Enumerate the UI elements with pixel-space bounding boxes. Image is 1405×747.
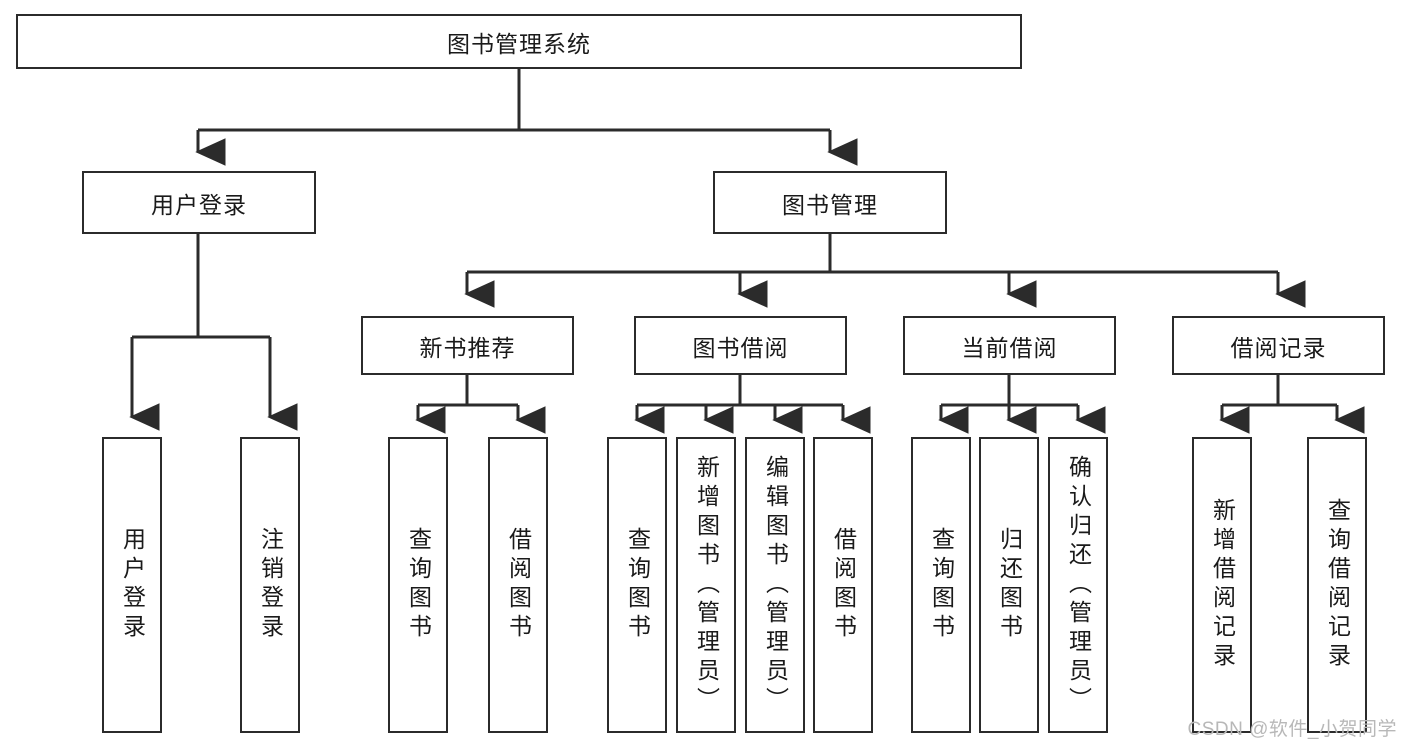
node-label: 用户登录 xyxy=(119,527,146,643)
csdn-watermark: CSDN @软件_小贺同学 xyxy=(1187,719,1397,740)
node-user-login[interactable]: 用户登录 xyxy=(82,171,316,234)
node-label: 用户登录 xyxy=(151,191,247,218)
leaf-recommend-query-book[interactable]: 查询图书 xyxy=(388,437,448,733)
node-label: 图书管理系统 xyxy=(447,30,591,57)
leaf-borrow-borrow-book[interactable]: 借阅图书 xyxy=(813,437,873,733)
node-label: 图书管理 xyxy=(782,191,878,218)
leaf-current-return-book[interactable]: 归还图书 xyxy=(979,437,1039,733)
node-label: 借阅图书 xyxy=(830,527,857,643)
leaf-record-add-record[interactable]: 新增借阅记录 xyxy=(1192,437,1252,733)
node-label: 查询图书 xyxy=(624,527,651,643)
node-label: 新增图书（管理员） xyxy=(693,454,720,716)
node-label: 新增借阅记录 xyxy=(1209,498,1236,672)
leaf-current-confirm-return-admin[interactable]: 确认归还（管理员） xyxy=(1048,437,1108,733)
node-label: 查询图书 xyxy=(405,527,432,643)
node-root-system[interactable]: 图书管理系统 xyxy=(16,14,1022,69)
node-book-management[interactable]: 图书管理 xyxy=(713,171,947,234)
leaf-user-login-signout[interactable]: 注销登录 xyxy=(240,437,300,733)
node-label: 注销登录 xyxy=(257,527,284,643)
leaf-borrow-add-book-admin[interactable]: 新增图书（管理员） xyxy=(676,437,736,733)
node-label: 确认归还（管理员） xyxy=(1065,454,1092,716)
node-current-borrow[interactable]: 当前借阅 xyxy=(903,316,1116,375)
node-label: 查询借阅记录 xyxy=(1324,498,1351,672)
node-new-book-recommend[interactable]: 新书推荐 xyxy=(361,316,574,375)
node-label: 编辑图书（管理员） xyxy=(762,454,789,716)
node-label: 新书推荐 xyxy=(419,334,516,361)
leaf-borrow-edit-book-admin[interactable]: 编辑图书（管理员） xyxy=(745,437,805,733)
node-label: 当前借阅 xyxy=(961,334,1058,361)
node-label: 借阅图书 xyxy=(505,527,532,643)
leaf-borrow-query-book[interactable]: 查询图书 xyxy=(607,437,667,733)
leaf-recommend-borrow-book[interactable]: 借阅图书 xyxy=(488,437,548,733)
node-label: 借阅记录 xyxy=(1230,334,1327,361)
node-label: 归还图书 xyxy=(996,527,1023,643)
leaf-current-query-book[interactable]: 查询图书 xyxy=(911,437,971,733)
leaf-user-login-signin[interactable]: 用户登录 xyxy=(102,437,162,733)
leaf-record-query-record[interactable]: 查询借阅记录 xyxy=(1307,437,1367,733)
node-label: 查询图书 xyxy=(928,527,955,643)
node-label: 图书借阅 xyxy=(692,334,789,361)
node-borrow-record[interactable]: 借阅记录 xyxy=(1172,316,1385,375)
node-book-borrow[interactable]: 图书借阅 xyxy=(634,316,847,375)
